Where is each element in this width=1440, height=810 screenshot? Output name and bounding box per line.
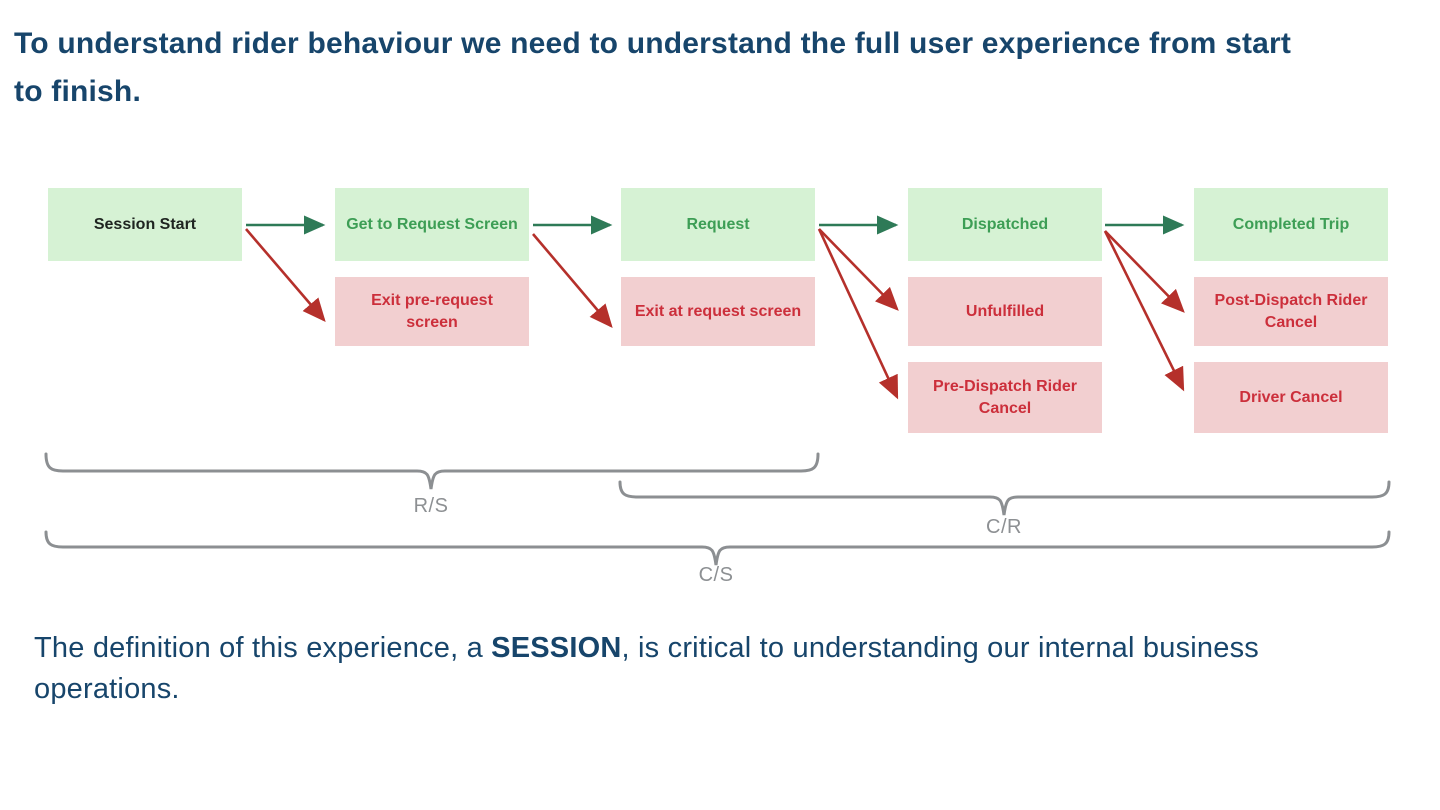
exit-box-post-dispatch-rider-cancel: Post-Dispatch Rider Cancel bbox=[1194, 277, 1388, 346]
stage-label: Request bbox=[686, 215, 750, 233]
footer-suffix: , is critical to understanding our inter… bbox=[34, 632, 1259, 705]
metric-label-rs: R/S bbox=[413, 495, 449, 517]
stage-box-dispatched: Dispatched bbox=[908, 188, 1102, 261]
stage-label: Completed Trip bbox=[1232, 215, 1350, 233]
arrow-session-to-exit-pre bbox=[245, 228, 326, 322]
arrow-request-to-predispatch-cancel bbox=[817, 228, 899, 400]
exit-label: Exit pre-request screen bbox=[371, 292, 493, 331]
exit-label: Post-Dispatch Rider Cancel bbox=[1214, 292, 1368, 331]
arrow-dispatched-to-postdispatch-cancel bbox=[1104, 230, 1185, 313]
stage-label: Get to Request Screen bbox=[346, 215, 518, 233]
arrow-dispatched-to-driver-cancel bbox=[1103, 230, 1185, 392]
metric-label-cr: C/R bbox=[986, 516, 1022, 538]
exit-label: Unfulfilled bbox=[965, 302, 1045, 320]
braces bbox=[44, 452, 1391, 566]
arrow-getrequest-to-exit-at bbox=[532, 233, 613, 328]
exit-box-driver-cancel: Driver Cancel bbox=[1194, 362, 1388, 433]
metric-label-cs: C/S bbox=[698, 564, 734, 586]
exit-label: Exit at request screen bbox=[634, 302, 802, 320]
exit-box-exit-at-request-screen: Exit at request screen bbox=[621, 277, 815, 346]
arrow-request-to-unfulfilled bbox=[818, 228, 899, 311]
stage-label: Session Start bbox=[93, 215, 197, 233]
exit-box-exit-pre-request-screen: Exit pre-request screen bbox=[335, 277, 529, 346]
exit-box-pre-dispatch-rider-cancel: Pre-Dispatch Rider Cancel bbox=[908, 362, 1102, 433]
exit-box-unfulfilled: Unfulfilled bbox=[908, 277, 1102, 346]
exit-label: Driver Cancel bbox=[1239, 388, 1343, 406]
brace-cs bbox=[44, 530, 1391, 566]
stage-box-session-start: Session Start bbox=[48, 188, 242, 261]
session-keyword: SESSION bbox=[491, 632, 622, 664]
footer-prefix: The definition of this experience, a bbox=[34, 632, 492, 664]
stage-box-request: Request bbox=[621, 188, 815, 261]
stage-box-get-to-request-screen: Get to Request Screen bbox=[335, 188, 529, 261]
brace-cr bbox=[618, 480, 1391, 516]
stage-box-completed-trip: Completed Trip bbox=[1194, 188, 1388, 261]
exit-label: Pre-Dispatch Rider Cancel bbox=[932, 378, 1078, 417]
stage-label: Dispatched bbox=[961, 215, 1049, 233]
session-definition-text: The definition of this experience, a SES… bbox=[34, 628, 1406, 710]
brace-rs bbox=[44, 452, 820, 490]
slide-title: To understand rider behaviour we need to… bbox=[14, 27, 1292, 108]
